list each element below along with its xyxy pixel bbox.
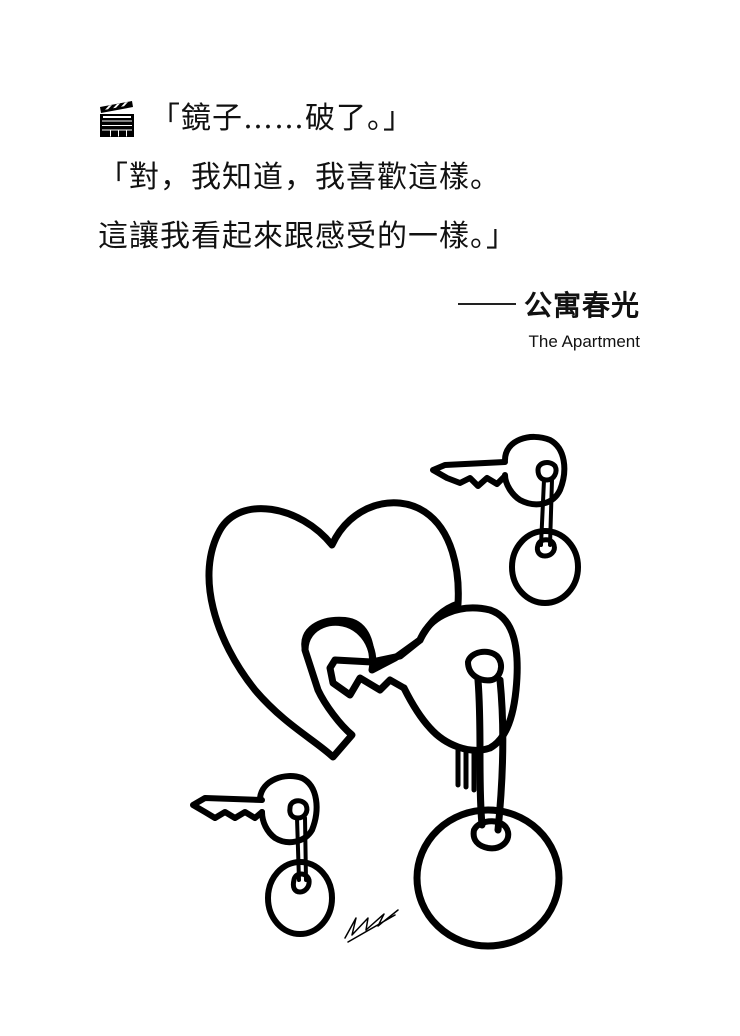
- film-attribution: 公寓春光: [457, 284, 640, 324]
- quote-text-1: 「鏡子……破了。」: [150, 101, 414, 136]
- attribution-dash: [457, 303, 516, 305]
- quote-line-3: 這讓我看起來跟感受的一樣。」: [98, 219, 517, 254]
- quote-line-2: 「對，我知道，我喜歡這樣。: [98, 160, 501, 195]
- lower-left-key-icon: [190, 773, 335, 937]
- artist-signature: [344, 909, 399, 943]
- quote-line-1: 「鏡子……破了。」: [98, 101, 414, 137]
- film-title-chinese: 公寓春光: [523, 289, 640, 322]
- film-title-english: The Apartment: [528, 332, 640, 351]
- clapperboard-icon: [100, 101, 134, 137]
- heart-and-keys-illustration: [190, 433, 581, 950]
- large-key-tag: [413, 806, 563, 950]
- upper-right-key-icon: [430, 433, 581, 606]
